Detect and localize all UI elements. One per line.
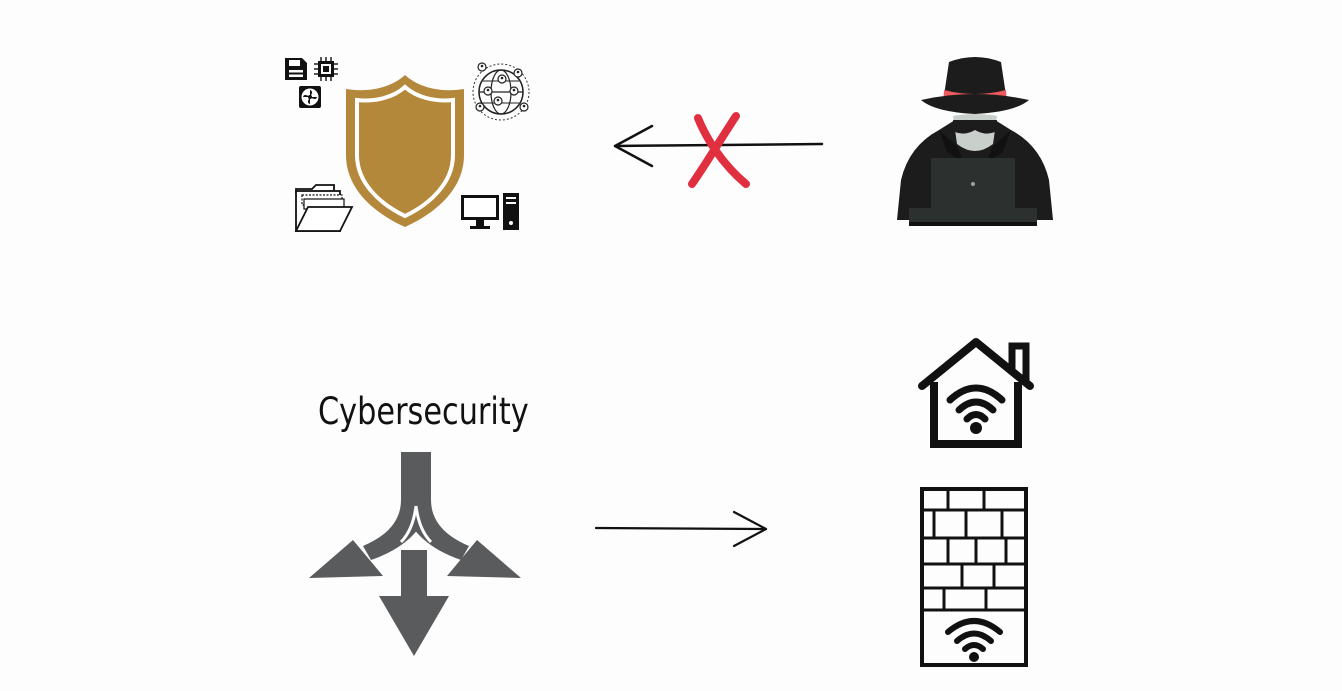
network-globe-icon [472,62,530,121]
hacker-icon [897,57,1053,226]
blocked-arrow-icon [613,112,824,188]
shield-icon [346,75,464,227]
right-arrow-icon [594,510,768,548]
fan-icon [299,86,321,108]
firewall-wifi-icon [920,487,1028,667]
cybersecurity-label: Cybersecurity [318,390,529,433]
floppy-disk-icon [285,58,307,80]
folder-icon [294,184,354,232]
split-arrows-icon [309,452,521,656]
cpu-chip-icon [314,57,338,81]
protected-assets-group [280,55,540,235]
home-wifi-icon [918,338,1034,448]
desktop-computer-icon [461,193,519,230]
